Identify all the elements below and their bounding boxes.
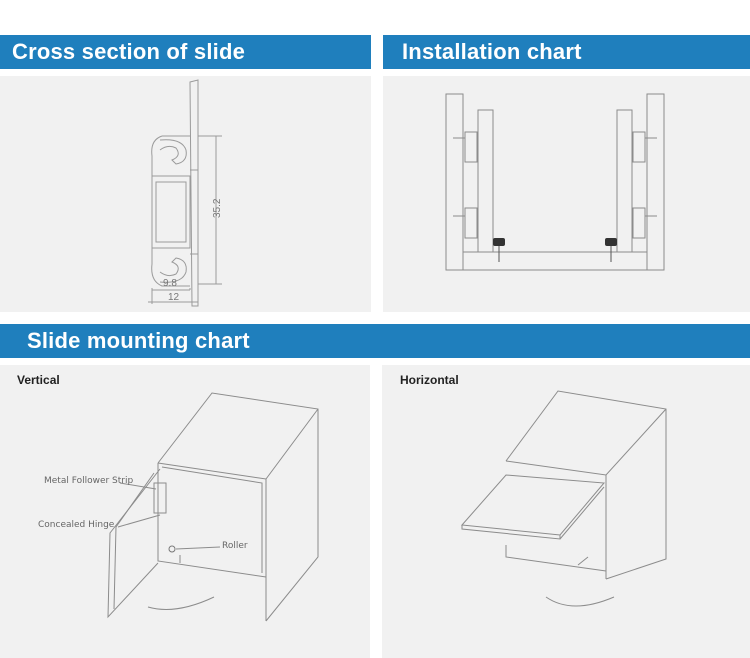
- dimension-height: 35.2: [212, 198, 223, 218]
- horizontal-mounting-drawing: [460, 390, 667, 607]
- section-title-installation: Installation chart: [402, 39, 582, 64]
- vertical-label: Vertical: [17, 373, 60, 387]
- installation-panel: [383, 76, 750, 312]
- section-title-cross-section: Cross section of slide: [12, 39, 246, 64]
- vertical-mounting-drawing: [107, 392, 319, 622]
- callout-roller: Roller: [222, 541, 248, 551]
- dimension-inner-width: 9.8: [163, 278, 177, 289]
- dimension-width: 12: [168, 292, 180, 303]
- section-title-mounting: Slide mounting chart: [27, 328, 250, 353]
- section-banner-cross-section: Cross section of slide: [0, 35, 371, 69]
- horizontal-mounting-panel: Horizontal: [382, 365, 750, 658]
- vertical-mounting-panel: Vertical Metal Follower Strip Concealed …: [0, 365, 370, 658]
- horizontal-label: Horizontal: [400, 373, 459, 387]
- installation-drawing: [445, 93, 665, 271]
- cross-section-drawing: [148, 79, 222, 307]
- section-banner-installation: Installation chart: [383, 35, 750, 69]
- callout-concealed-hinge: Concealed Hinge: [38, 520, 115, 530]
- section-banner-mounting: Slide mounting chart: [0, 324, 750, 358]
- cross-section-panel: 35.2 9.8 12: [0, 76, 371, 312]
- callout-metal-strip: Metal Follower Strip: [44, 476, 134, 486]
